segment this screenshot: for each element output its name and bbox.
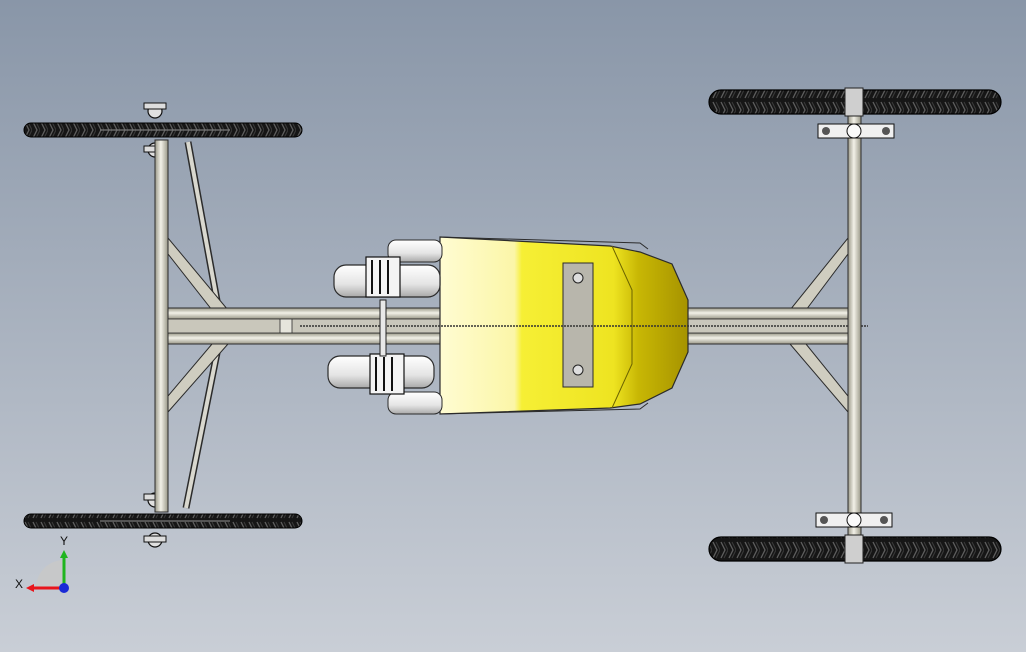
rear-axle[interactable] — [815, 89, 895, 561]
front-axle-cross-tube[interactable] — [154, 139, 169, 513]
triad-x-label: X — [15, 577, 23, 591]
triad-y-arrowhead — [60, 550, 68, 558]
pedal-right[interactable] — [327, 299, 435, 395]
triad-xy-plane — [36, 560, 64, 588]
rear-wheel-top[interactable] — [708, 87, 1002, 117]
triad-y-label: Y — [60, 534, 68, 548]
seat-mount-plate[interactable] — [562, 262, 594, 388]
triad-x-arrowhead — [26, 584, 34, 592]
triad-z-axis — [59, 583, 69, 593]
coordinate-triad: X Y — [15, 534, 69, 593]
pedal-left[interactable] — [333, 256, 441, 298]
rear-wheel-bottom[interactable] — [708, 534, 1002, 564]
